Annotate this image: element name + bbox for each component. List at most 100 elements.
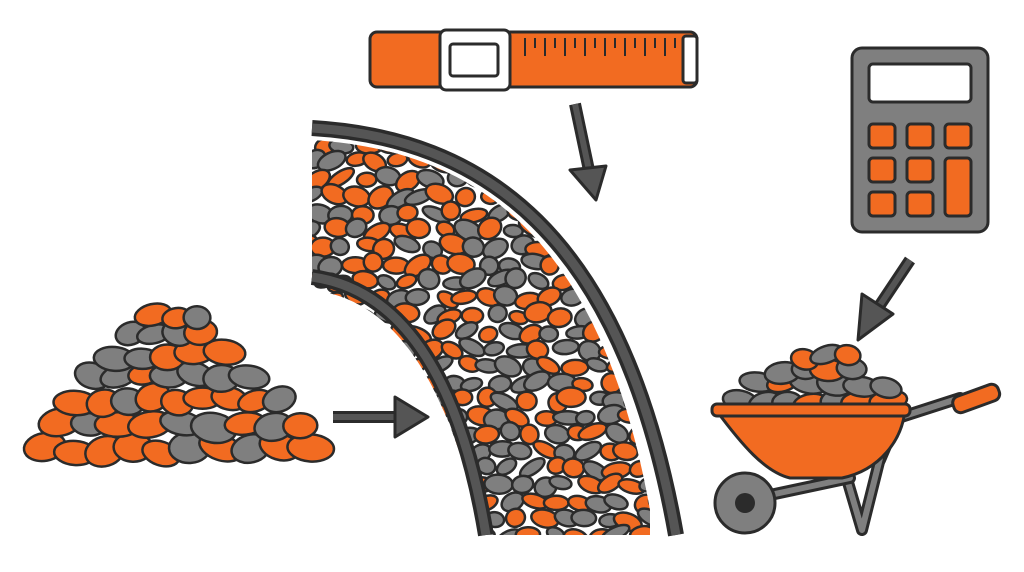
gravel-stone <box>648 359 650 376</box>
gravel-stone <box>507 441 533 461</box>
gravel-stone <box>607 221 633 244</box>
gravel-stone <box>368 359 396 377</box>
gravel-stone <box>514 154 539 169</box>
gravel-stone <box>427 461 451 480</box>
gravel-stone <box>486 140 508 152</box>
gravel-stone <box>378 439 403 460</box>
gravel-stone <box>666 267 688 290</box>
gravel-stone <box>504 267 527 290</box>
gravel-stone <box>390 372 420 391</box>
gravel-stone <box>483 473 515 495</box>
gravel-stone <box>321 522 345 535</box>
gravel-stone <box>649 287 679 315</box>
gravel-stone <box>611 440 640 462</box>
arrow-down-left-icon <box>856 256 915 342</box>
gravel-stone <box>312 358 345 376</box>
gravel-stone <box>335 334 362 359</box>
gravel-stone <box>477 150 504 170</box>
gravel-stone <box>427 526 455 535</box>
gravel-stone <box>510 474 535 495</box>
gravel-stone <box>639 170 650 186</box>
gravel-stone <box>545 525 566 535</box>
calculator-key <box>905 122 935 150</box>
gravel-stone <box>528 140 553 152</box>
gravel-stone <box>604 422 630 445</box>
gravel-stone <box>454 186 477 208</box>
gravel-stone <box>473 424 501 445</box>
gravel-stone <box>395 273 418 290</box>
gravel-stone <box>631 252 650 273</box>
gravel-stone <box>600 523 631 535</box>
gravel-stone <box>538 325 560 343</box>
gravel-stone <box>382 490 410 508</box>
gravel-stone <box>636 507 650 529</box>
gravel-stone <box>317 490 343 511</box>
gravel-stone <box>336 523 367 535</box>
gravel-stone <box>671 388 702 412</box>
gravel-stone <box>336 443 358 462</box>
gravel-stone <box>424 182 455 205</box>
gravel-stone <box>337 373 359 395</box>
gravel-stone <box>525 169 555 192</box>
gravel-stone <box>662 304 690 328</box>
gravel-stone <box>325 325 347 343</box>
gravel-stone <box>555 386 587 409</box>
gravel-stone <box>477 325 499 344</box>
gravel-stone <box>312 342 315 359</box>
arrow-down-icon <box>568 102 608 202</box>
gravel-stone <box>405 217 432 240</box>
gravel-stone <box>638 308 650 327</box>
gravel-stone <box>432 489 458 511</box>
gravel-stone <box>312 319 318 341</box>
gravel-stone <box>546 307 573 329</box>
calculator-key <box>867 156 897 184</box>
measuring-tape-icon <box>368 28 699 92</box>
calculator-key <box>867 190 897 218</box>
arrow-right-icon <box>333 395 430 439</box>
gravel-stone <box>335 510 357 533</box>
gravel-stone <box>495 457 518 476</box>
gravel-stone <box>620 270 649 290</box>
calculator-key <box>943 122 973 150</box>
gravel-stone <box>591 140 619 157</box>
gravel-stone <box>580 220 611 243</box>
gravel-stone <box>577 339 602 363</box>
gravel-stone <box>353 509 383 534</box>
gravel-stone <box>481 237 509 260</box>
gravel-stone <box>442 506 471 528</box>
gravel-stone <box>312 291 320 310</box>
gravel-stone <box>487 303 508 324</box>
gravel-stone <box>342 354 366 376</box>
gravel-stone <box>351 340 384 361</box>
gravel-pile-icon <box>22 302 336 468</box>
gravel-stone <box>625 187 650 209</box>
gravel-stone <box>504 507 527 529</box>
gravel-stone <box>312 475 314 498</box>
gravel-stone <box>446 252 476 276</box>
gravel-stone <box>202 338 247 367</box>
calculator-key <box>905 190 935 218</box>
gravel-stone <box>332 476 360 492</box>
gravel-stone <box>615 304 647 327</box>
gravel-stone <box>648 180 682 210</box>
gravel-stone <box>312 512 315 531</box>
gravel-stone <box>284 204 313 227</box>
gravel-stone <box>643 217 650 239</box>
gravel-stone <box>312 370 313 390</box>
gravel-stone <box>402 477 426 498</box>
gravel-stone <box>261 385 297 414</box>
gravel-stone <box>376 274 397 291</box>
gravel-stone <box>652 133 686 160</box>
curved-gravel-path-icon <box>284 120 702 537</box>
gravel-stone <box>312 476 336 497</box>
gravel-stone <box>573 199 603 224</box>
gravel-stone <box>673 420 700 444</box>
gravel-stone <box>674 357 699 381</box>
gravel-stone <box>605 186 636 206</box>
gravel-stone <box>606 286 632 306</box>
gravel-stone <box>313 509 338 531</box>
gravel-stone <box>615 233 642 257</box>
gravel-stone <box>372 472 395 493</box>
